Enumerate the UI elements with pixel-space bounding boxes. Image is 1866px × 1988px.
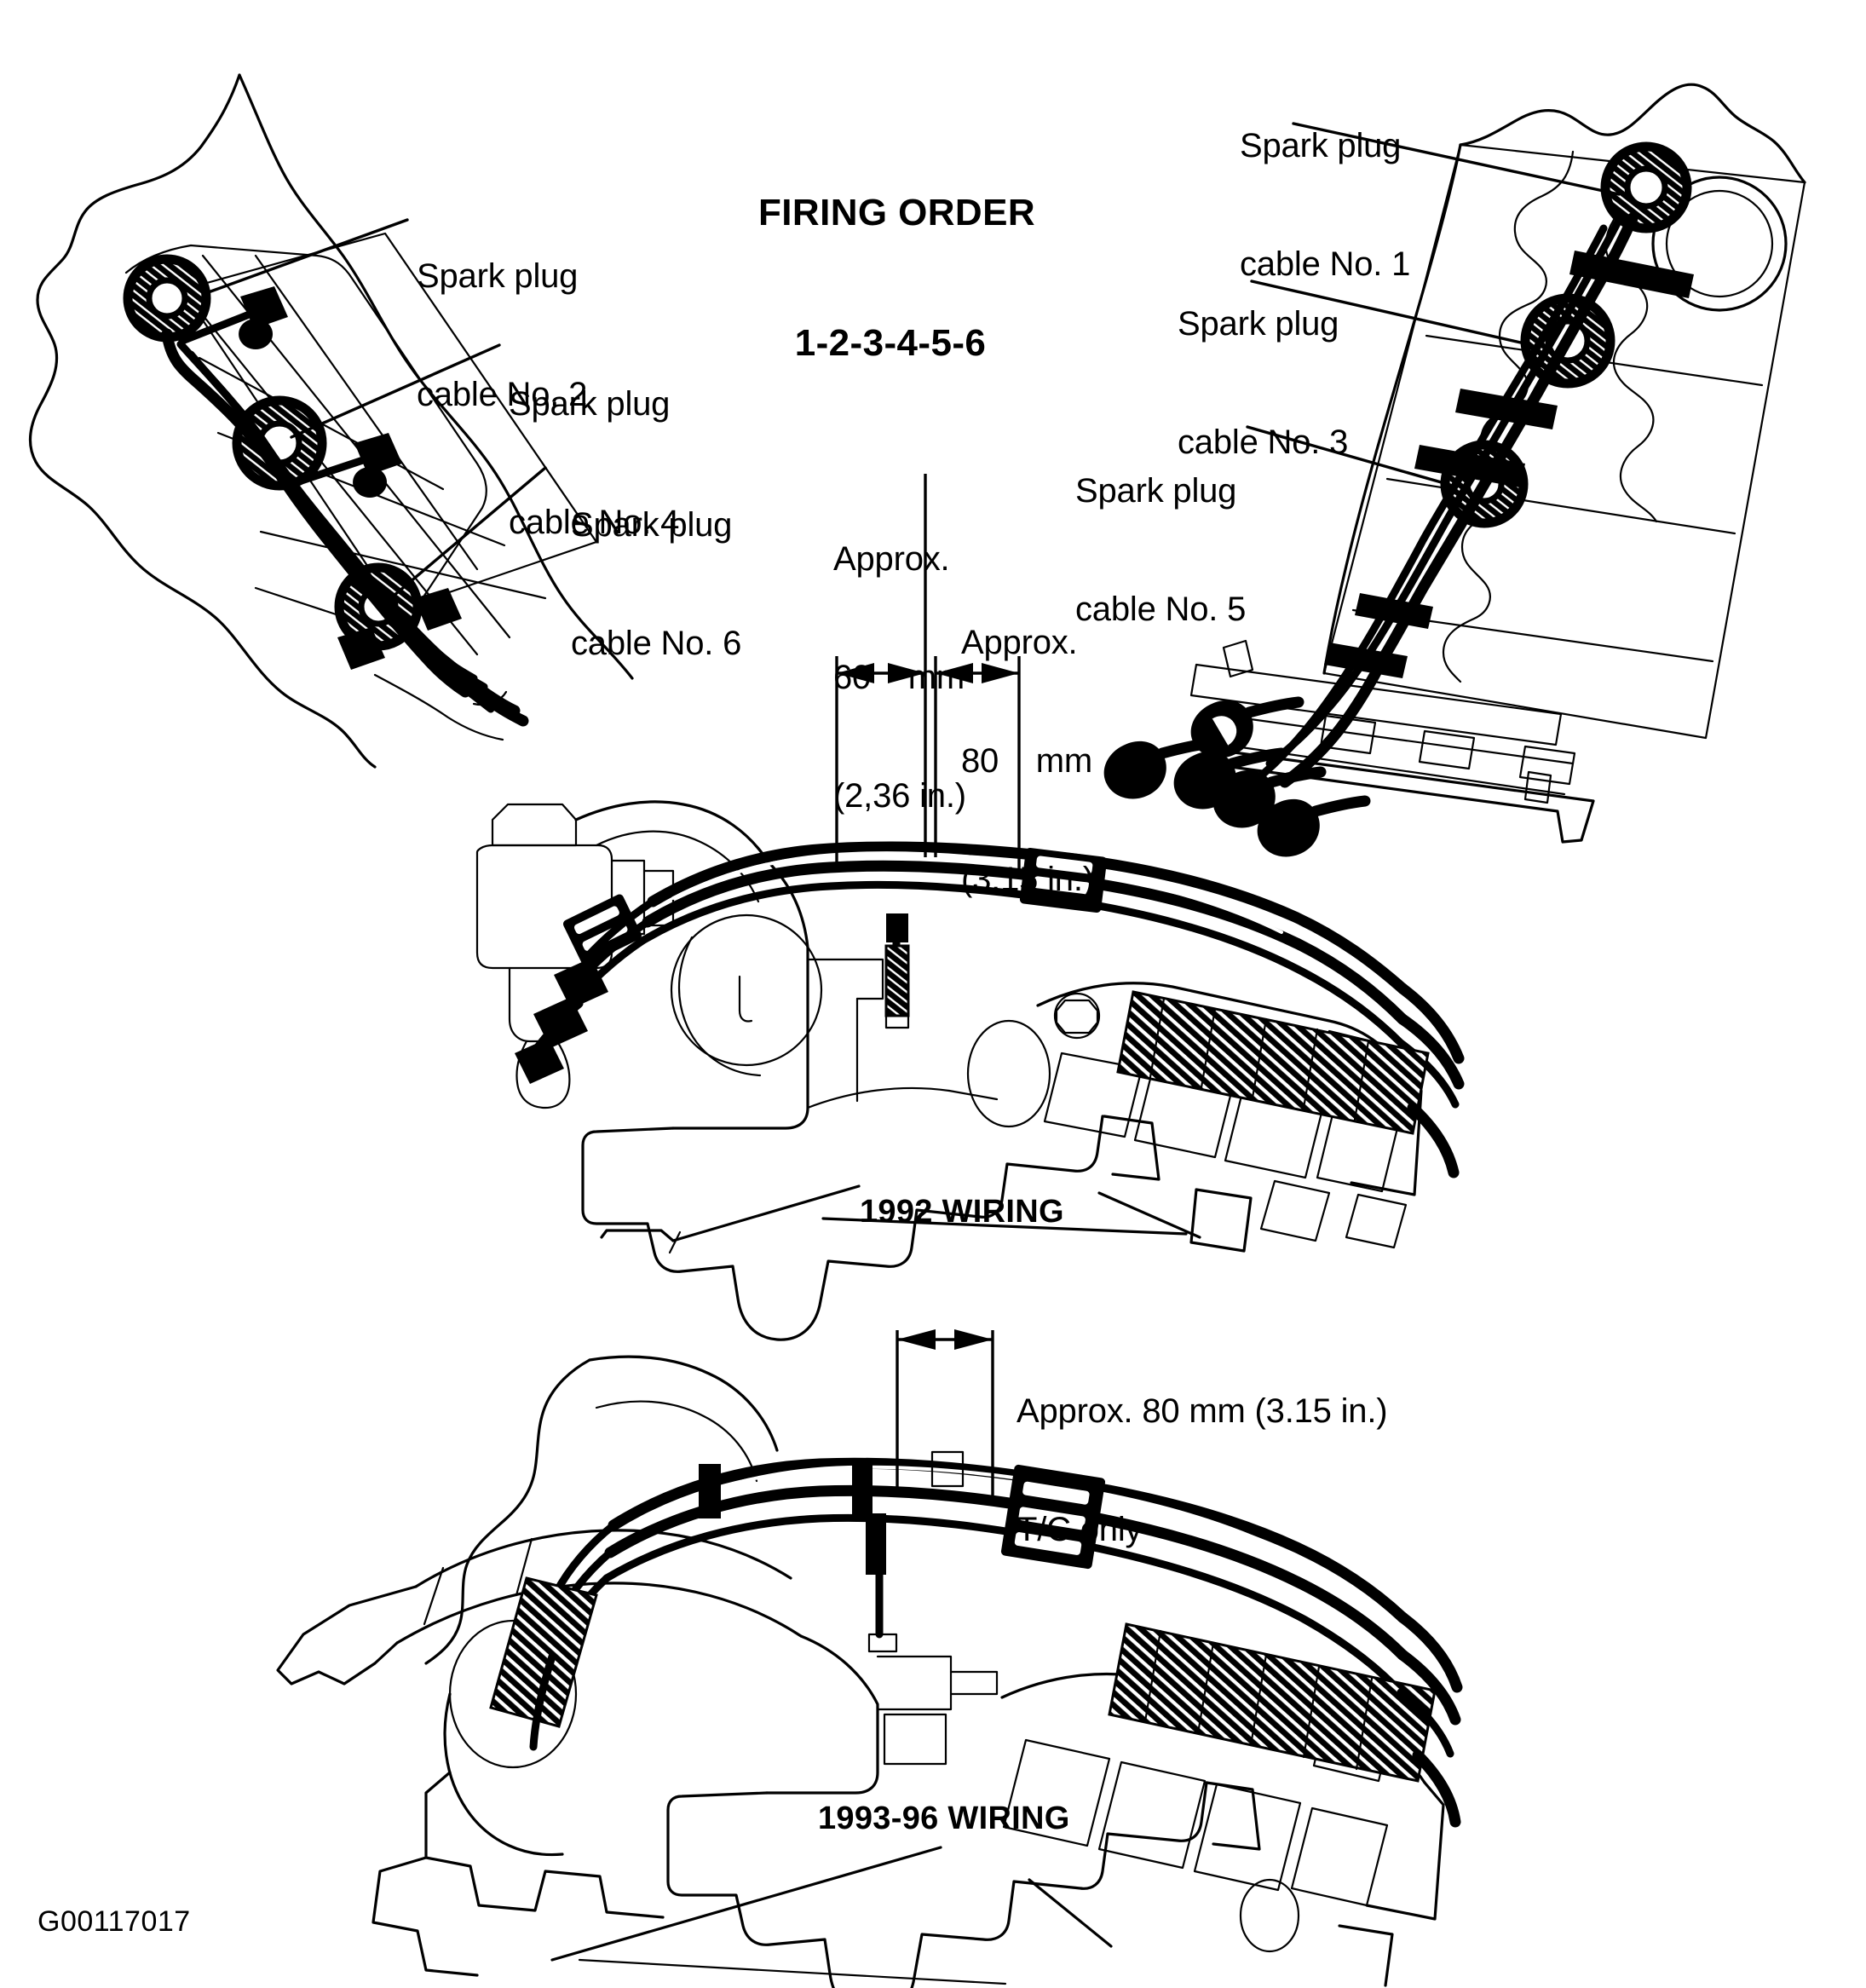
callout-line-1: Spark plug [1178,304,1339,343]
dimension-line-1: Approx. [961,623,1078,661]
dimension-label-80mm-tc: Approx. 80 mm (3.15 in.) T/C only [1017,1312,1388,1628]
callout-line-1: Spark plug [1075,471,1237,510]
figure-title: FIRING ORDER 1-2-3-4-5-6 [758,104,1036,452]
dimension-label-60mm: Approx. 60 mm (2,36 in.) [833,460,966,895]
dimension-label-80mm: Approx. 80 mm (3.15 in.) [961,544,1094,978]
callout-line-2: cable No. 6 [571,624,742,662]
callout-line-2: cable No. 4 [509,503,680,541]
callout-line-2: cable No. 2 [417,375,588,413]
leader-cable-no-3 [1250,279,1526,345]
left-cylinder-head-illustration [28,73,634,769]
callout-cable-no-2: Spark plug cable No. 2 [417,177,587,493]
callout-cable-no-3: Spark plug cable No. 3 [1178,225,1348,541]
figure-id-code: G00117017 [37,1905,191,1938]
dimension-group-1992 [835,474,1021,878]
dimension-group-1993-96 [896,1329,994,1501]
callout-line-2: cable No. 3 [1178,423,1349,461]
callout-cable-no-1: Spark plug cable No. 1 [1240,47,1410,363]
dimension-line-1: Approx. 80 mm (3.15 in.) [1017,1392,1388,1430]
callout-line-1: Spark plug [509,384,671,423]
firing-order-value: 1-2-3-4-5-6 [794,322,987,365]
leader-cable-no-6 [386,466,547,602]
callout-line-1: Spark plug [1240,126,1402,164]
left-cable-bundle-exit [373,631,529,741]
wiring-1993-96-harness [489,1457,1463,1828]
caption-base-strokes-1993 [550,1846,1113,1962]
wiring-1992-illustration [475,800,1465,1341]
oil-filler-cap [1651,176,1788,312]
right-cylinder-head-illustration [1103,83,1806,857]
leader-cable-no-2 [202,218,409,296]
dimension-line-1: Approx. [833,539,950,578]
dimension-line-2: 80 mm [961,741,1092,780]
dimension-line-2: 60 mm [833,658,965,696]
callout-line-2: cable No. 1 [1240,245,1411,283]
caption-base-strokes-1992 [671,1184,1201,1242]
caption-1992-wiring: 1992 WIRING [860,1194,1064,1230]
leader-cable-no-4 [290,343,501,439]
caption-1993-96-wiring: 1993-96 WIRING [818,1801,1070,1836]
callout-leader-lines [202,122,1621,602]
callout-line-2: cable No. 5 [1075,590,1247,628]
dimension-line-2: T/C only [1017,1510,1143,1548]
wiring-1993-96-illustration [276,1355,1463,1988]
leader-cable-no-5 [1246,425,1452,487]
callout-cable-no-4: Spark plug cable No. 4 [509,305,679,621]
wiring-1992-harness [515,841,1465,1178]
right-spark-plug-cables [1240,212,1694,793]
leader-cable-no-1 [1292,122,1621,196]
callout-cable-no-5: Spark plug cable No. 5 [1075,392,1246,708]
callout-line-1: Spark plug [571,505,733,544]
firing-order-heading: FIRING ORDER [758,192,1036,234]
left-spark-plug-boots [123,254,423,651]
callout-cable-no-6: Spark plug cable No. 6 [571,426,741,742]
dimension-line-3: (2,36 in.) [833,777,966,815]
callout-line-1: Spark plug [417,256,579,295]
dimension-line-3: (3.15 in.) [961,861,1094,899]
right-cable-boot-ends [1103,696,1371,857]
